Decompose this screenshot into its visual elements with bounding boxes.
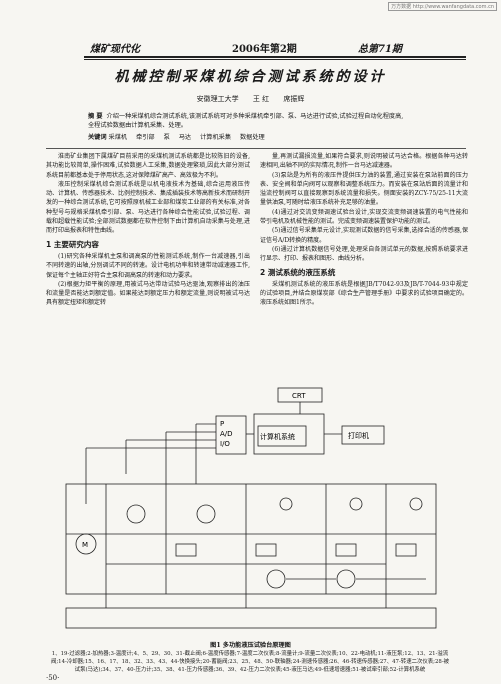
ad-line-1: P <box>220 420 224 428</box>
abstract: 摘 要介绍一种采煤机综合测试系统,该测试系统可对多种采煤机牵引部、泵、马达进行试… <box>88 112 406 130</box>
keywords-label: 关键词 <box>88 134 107 141</box>
running-header: 煤矿现代化 2006年第2期 总第71期 <box>0 40 501 55</box>
header-rule <box>84 56 466 58</box>
keyword: 马达 <box>178 134 192 141</box>
header-rule-thin <box>84 59 466 60</box>
paragraph: 淮南矿业集团下属煤矿目前采用的采煤机测试系统都是比较陈旧的设备,其功能比较简单,… <box>46 153 250 179</box>
author-2: 席振辉 <box>283 95 305 103</box>
pump-symbol <box>196 504 216 524</box>
motor-symbol <box>266 569 286 589</box>
valve-symbol <box>395 543 417 557</box>
paragraph: (4)通过对交流变频调速试验台设计,实现交流变频调速装置的电气性能和带引电机及机… <box>260 208 468 226</box>
section-heading-1: 1 主要研究内容 <box>46 239 99 249</box>
watermark: 万方数据 http://www.wanfangdata.com.cn <box>388 2 497 11</box>
computer-inner <box>257 425 307 447</box>
keyword: 采煤机 <box>108 134 128 141</box>
issue-label: 2006年第2期 <box>232 44 297 55</box>
figure-legend: 1、19-过滤器;2-加热器;3-温度计;4、5、29、30、31-截止阀;6-… <box>50 651 450 673</box>
author-line: 安徽理工大学 王 红 席振辉 <box>0 94 501 104</box>
motor-symbol <box>336 569 356 589</box>
paragraph: 采煤机测试系统的液压系统是根据JB/T7042-93及JB/T-7044-93中… <box>260 280 468 307</box>
pump-symbol <box>126 504 146 524</box>
ad-io-box <box>215 415 247 455</box>
section-heading-2: 2 测试系统的液压系统 <box>260 267 336 277</box>
total-issue-label: 总第71期 <box>358 44 402 55</box>
keyword: 泵 <box>163 134 170 141</box>
section-rule <box>46 148 466 149</box>
keyword: 计算机采集 <box>200 134 232 141</box>
paragraph: 量,再测试漏损流量,如果符合要求,则说明被试马达合格。根据各种马达转速相同,出轴… <box>260 153 468 170</box>
keyword: 牵引部 <box>136 134 155 141</box>
paragraph: (1)研究各种采煤机主泵和调高泵的性能测试系统,制作一台减速器,引出不同转速的出… <box>46 252 250 279</box>
affiliation: 安徽理工大学 <box>196 95 239 103</box>
figure-caption: 图1 多功能液压试验台原理图 <box>210 642 291 649</box>
motor-symbol <box>75 533 97 555</box>
gauge-symbol <box>409 497 423 511</box>
hydraulic-loop <box>65 483 437 595</box>
keyword: 数据处理 <box>240 134 265 141</box>
paragraph: (2)根据力矩平衡的原理,用被试马达带动试验马达驱油,观察排出的油压和流量是否能… <box>46 280 250 307</box>
printer-box <box>341 425 385 445</box>
page-number: ·50· <box>46 674 60 682</box>
article-title: 机械控制采煤机综合测试系统的设计 <box>114 69 387 85</box>
abstract-label: 摘 要 <box>88 113 103 120</box>
keywords: 关键词 采煤机 牵引部 泵 马达 计算机采集 数据处理 <box>88 132 408 141</box>
hydraulic-diagram: CRT 计算机系统 打印机 P A/D I/O M <box>65 387 437 629</box>
abstract-text: 介绍一种采煤机综合测试系统,该测试系统可对多种采煤机牵引部、泵、马达进行试验,试… <box>88 113 404 129</box>
ad-line-3: I/O <box>220 440 230 448</box>
author-1: 王 红 <box>252 95 270 103</box>
gauge-symbol <box>279 497 293 511</box>
left-column: 淮南矿业集团下属煤矿目前采用的采煤机测试系统都是比较陈旧的设备,其功能比较简单,… <box>46 152 250 308</box>
ad-line-2: A/D <box>220 430 233 438</box>
paragraph: 液压控制采煤机综合测试系统是以机电液技术为基础,综合运用液压传动、计算机、传感器… <box>46 180 251 235</box>
paragraph: (6)通过计算机数据信号处理,处理采自各测试单元的数据,按照系统要求进行显示、打… <box>260 245 468 263</box>
gauge-symbol <box>349 497 363 511</box>
motor-label: M <box>82 541 88 549</box>
printer-label: 打印机 <box>348 431 369 440</box>
tank-symbol <box>65 607 437 629</box>
right-column: 量,再测试漏损流量,如果符合要求,则说明被试马达合格。根据各种马达转速相同,出轴… <box>260 152 468 308</box>
valve-symbol <box>335 543 357 557</box>
valve-symbol <box>175 543 197 557</box>
paragraph: (3)泵站是为所有的液压件提供压力油的装置,通过安装在泵站前面的压力表、安全阀和… <box>260 171 468 207</box>
paragraph: (5)通过信号采集单元设计,实现测试数据的信号采集,选择合适的传感器,保证信号A… <box>260 227 468 244</box>
journal-name: 煤矿现代化 <box>90 44 140 55</box>
crt-label: CRT <box>292 392 306 400</box>
valve-symbol <box>255 543 277 557</box>
computer-label: 计算机系统 <box>260 432 295 441</box>
